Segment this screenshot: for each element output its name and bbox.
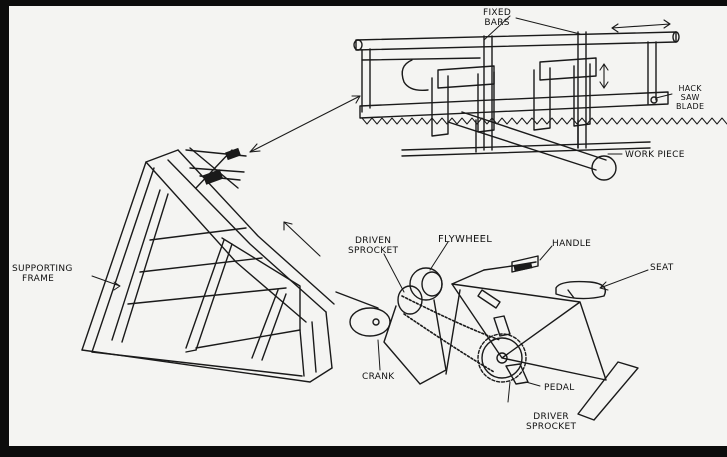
handle-grip <box>511 255 539 273</box>
rear-stand <box>577 361 639 421</box>
driven-sprocket <box>397 285 423 315</box>
label-crank: CRANK <box>362 372 395 382</box>
label-flywheel: FLYWHEEL <box>438 234 493 245</box>
supporting-frame <box>81 147 335 383</box>
label-seat: SEAT <box>650 263 674 273</box>
top-border <box>0 0 727 6</box>
label-pedal: PEDAL <box>544 383 575 393</box>
hacksaw-detail <box>353 31 727 181</box>
driver-sprocket <box>477 333 527 383</box>
seat <box>555 280 607 300</box>
bottom-border <box>0 446 727 457</box>
leader-lines <box>91 15 673 403</box>
motion-arrows <box>249 19 671 257</box>
chain <box>401 295 501 373</box>
handle-grip-fill <box>513 262 533 272</box>
pedal <box>505 363 529 385</box>
label-work-piece: WORK PIECE <box>625 150 685 160</box>
hack-saw-blade <box>359 91 669 119</box>
left-border <box>0 0 9 457</box>
spring-mark <box>202 169 224 185</box>
label-handle: HANDLE <box>552 239 592 249</box>
